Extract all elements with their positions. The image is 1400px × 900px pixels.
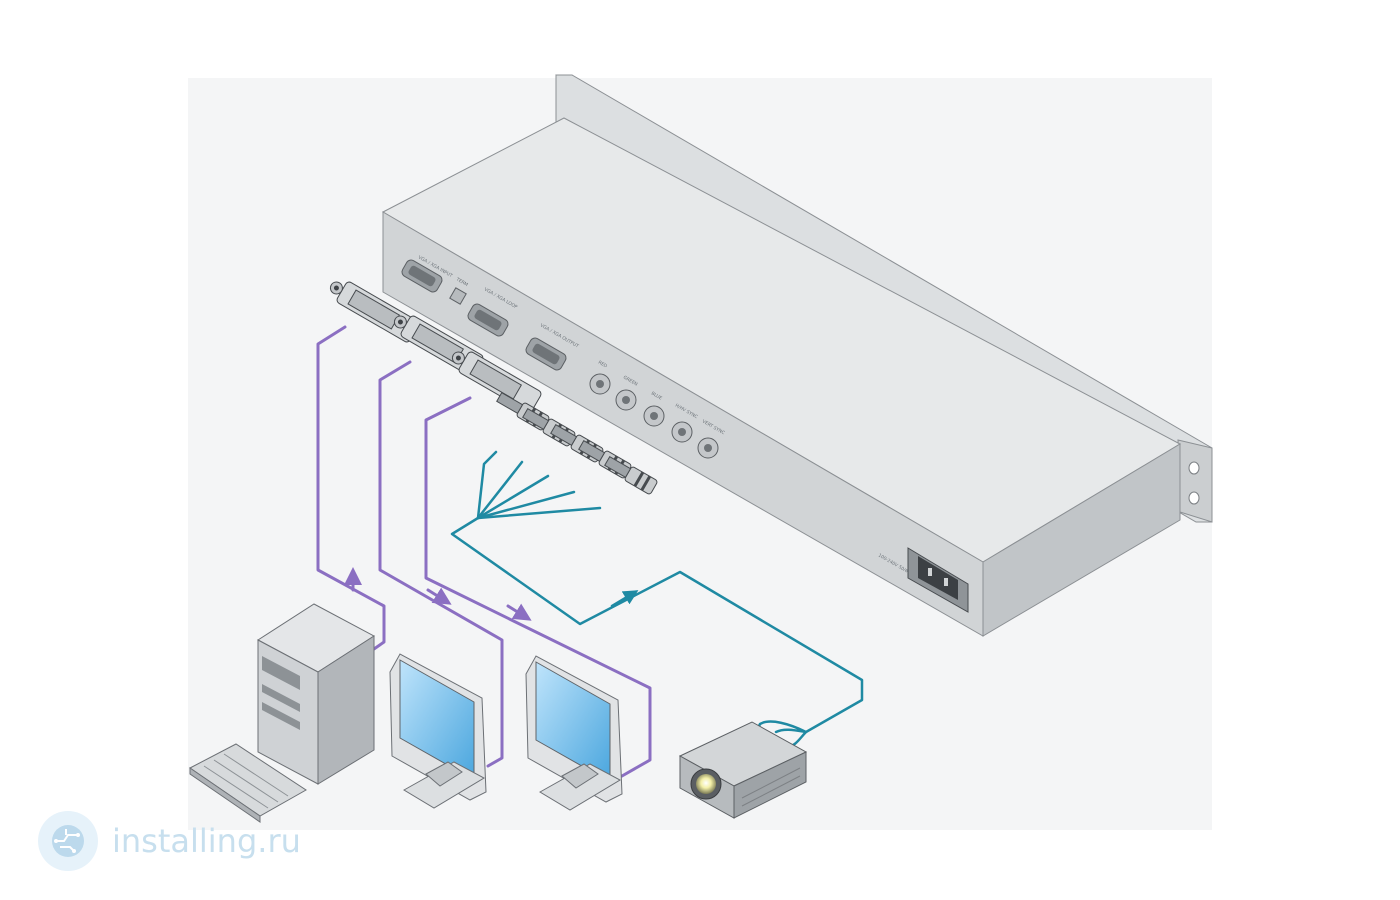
monitor-2 [525,655,623,811]
watermark: installing.ru [20,806,318,876]
bnc-plug-vsync [604,455,658,495]
bnc-port-vsync [697,437,719,459]
panel-connectors [401,259,969,613]
bnc-lead-green [476,460,524,520]
bnc-port-hsync [671,421,693,443]
label-red: RED [597,360,609,370]
bnc-port-red [589,373,611,395]
power-inlet [907,547,969,613]
component-cable-main [450,516,864,734]
vga-input-port [401,259,443,293]
vga-arrow-3 [506,603,532,621]
computer-tower [257,603,375,785]
rack-ear-right [1177,439,1213,523]
monitor-1 [389,653,487,809]
vga-cable-computer [316,325,386,651]
bnc-lead-red [476,450,498,520]
bnc-lead-blue [476,474,550,520]
term-switch [449,287,467,305]
vga-cable-monitor-2 [424,396,652,778]
vga-output-port [525,337,567,371]
bnc-port-green [615,389,637,411]
bnc-port-blue [643,405,665,427]
label-blue: BLUE [650,391,663,402]
component-cables [450,450,864,750]
scaler-chassis [381,74,1213,637]
vga-cables [316,325,652,778]
chassis-end [982,443,1181,637]
vga-cable-monitor-1 [378,360,504,768]
keyboard-icon [189,743,307,823]
bnc-lead-hsync [476,490,576,520]
bnc-plugs [496,391,658,495]
vga-loop-port [467,303,509,337]
vga-plugs [329,281,542,413]
vga-arrow-2 [426,587,452,605]
vga-plug-output [451,351,542,413]
component-arrow [610,590,639,608]
projector-icon [678,721,808,819]
bnc-lead-vsync [476,506,602,520]
circuit-globe-icon [38,811,98,871]
watermark-text: installing.ru [112,822,301,860]
